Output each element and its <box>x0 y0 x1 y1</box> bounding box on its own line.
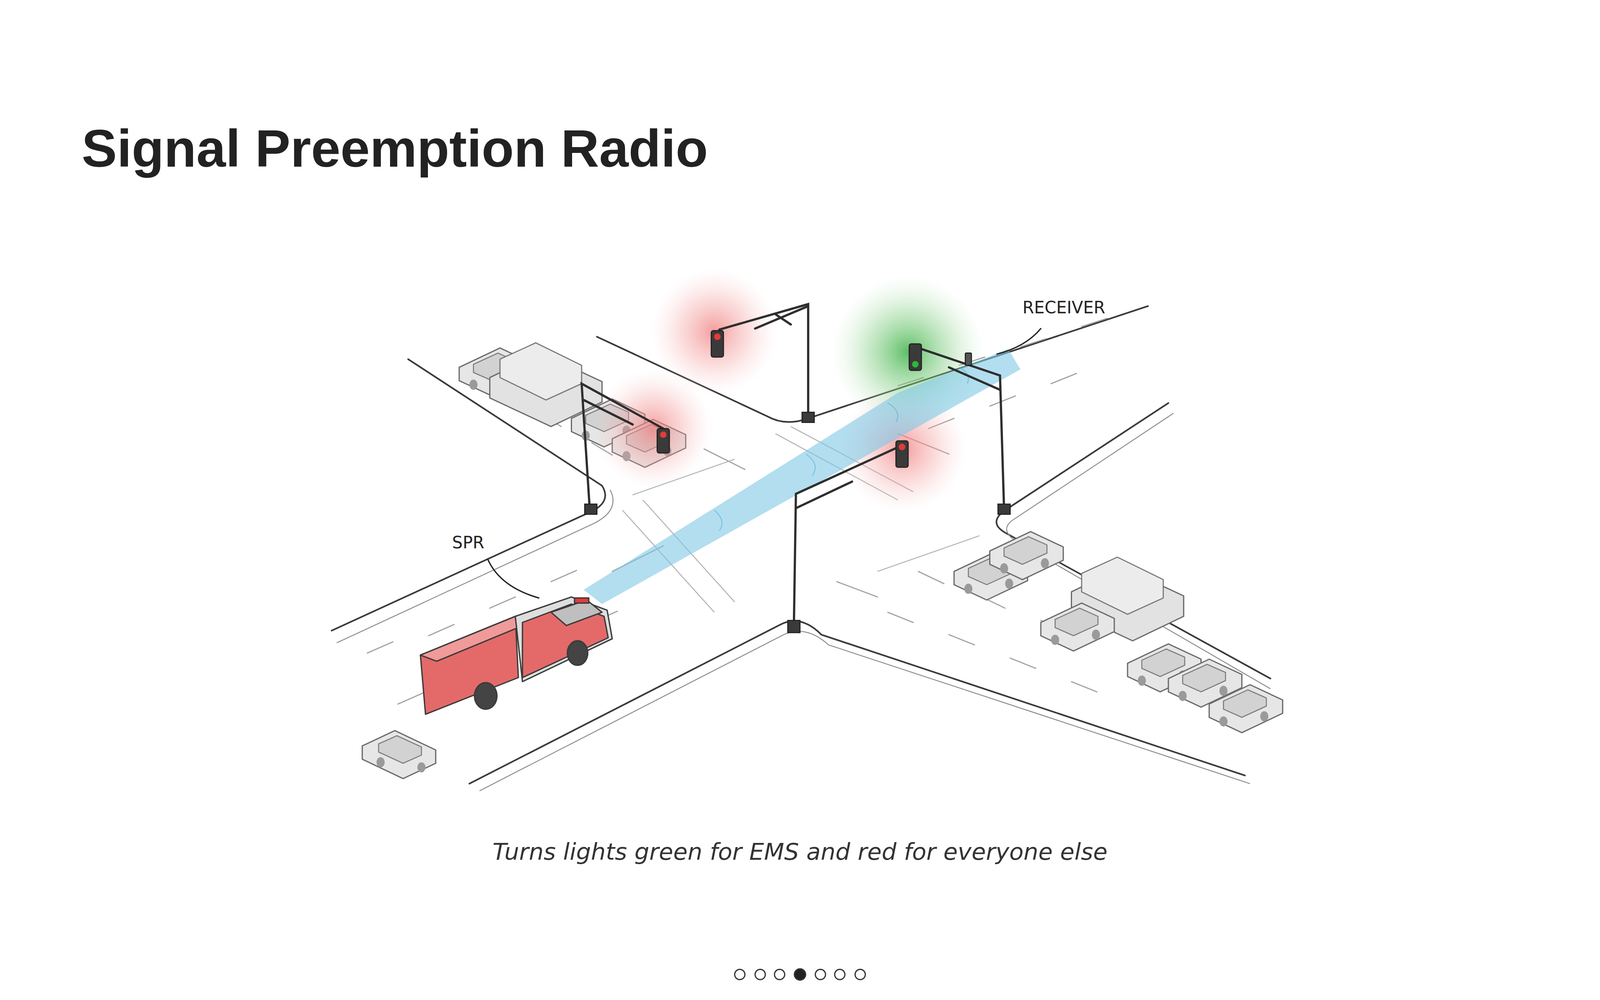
fire-truck-part <box>550 600 602 626</box>
traffic-signals-part <box>581 383 664 511</box>
traffic-signals-part <box>949 367 1000 390</box>
signal-heads-part <box>657 428 670 454</box>
signal-heads-part <box>895 440 908 468</box>
signal-heads-part <box>909 343 922 371</box>
fire-truck-part <box>567 640 588 666</box>
road-edges-part <box>469 621 1245 784</box>
signal-heads-part <box>965 352 972 365</box>
signal-lamps-part <box>660 431 667 438</box>
spr-callout: SPR <box>452 532 485 553</box>
signal-lamps-part <box>714 333 721 340</box>
signal-heads-part <box>802 412 815 423</box>
fire-truck-part <box>420 616 531 662</box>
signal-heads-part <box>584 504 597 515</box>
traffic-signals-part <box>915 347 1005 511</box>
traffic-signals-part <box>755 306 808 329</box>
signal-lamps <box>660 333 919 450</box>
traffic-signals-part <box>719 304 809 417</box>
signal-heads <box>584 330 1010 633</box>
leader-lines <box>487 328 1041 599</box>
signal-glows-part <box>593 369 713 488</box>
queued-cars-part <box>1040 602 1115 651</box>
signal-lamps-part <box>898 443 906 451</box>
radio-beam-part <box>714 367 969 531</box>
traffic-signals-part <box>793 445 903 627</box>
pagination-dots-part <box>774 969 785 980</box>
figure-caption: Turns lights green for EMS and red for e… <box>0 837 1600 866</box>
pagination-dots <box>734 968 865 980</box>
signal-heads-part <box>787 620 800 633</box>
leader-lines-part <box>997 328 1041 355</box>
pagination-dots-part <box>794 968 806 980</box>
queued-cars <box>362 342 1283 779</box>
queued-cars-part <box>362 730 436 779</box>
pagination-dots-part <box>755 969 765 980</box>
road-edges <box>331 306 1271 784</box>
fire-truck <box>420 597 613 715</box>
radio-beam <box>583 349 1021 605</box>
leader-lines-part <box>487 559 539 598</box>
traffic-signals <box>581 304 1005 627</box>
page-title: Signal Preemption Radio <box>81 116 708 180</box>
fire-truck-part <box>515 597 613 682</box>
queued-cars-part <box>1209 684 1283 733</box>
fire-truck-part <box>574 597 589 603</box>
queued-cars-part <box>990 531 1064 580</box>
pagination-dots-part <box>815 969 826 980</box>
traffic-signals-part <box>795 481 853 509</box>
pagination-dots-part <box>834 969 845 980</box>
pagination-dots-part <box>855 969 865 980</box>
pagination-dots-part <box>734 969 745 980</box>
receiver-callout: RECEIVER <box>1022 297 1106 318</box>
fire-truck-part <box>474 682 498 710</box>
traffic-signals-part <box>583 400 633 425</box>
signal-heads-part <box>711 330 724 358</box>
radio-beam-part <box>583 349 1021 605</box>
curb-lines-part <box>336 490 613 643</box>
signal-heads-part <box>997 504 1010 515</box>
curb-lines-part <box>479 631 1250 791</box>
signal-lamps-part <box>912 360 919 368</box>
